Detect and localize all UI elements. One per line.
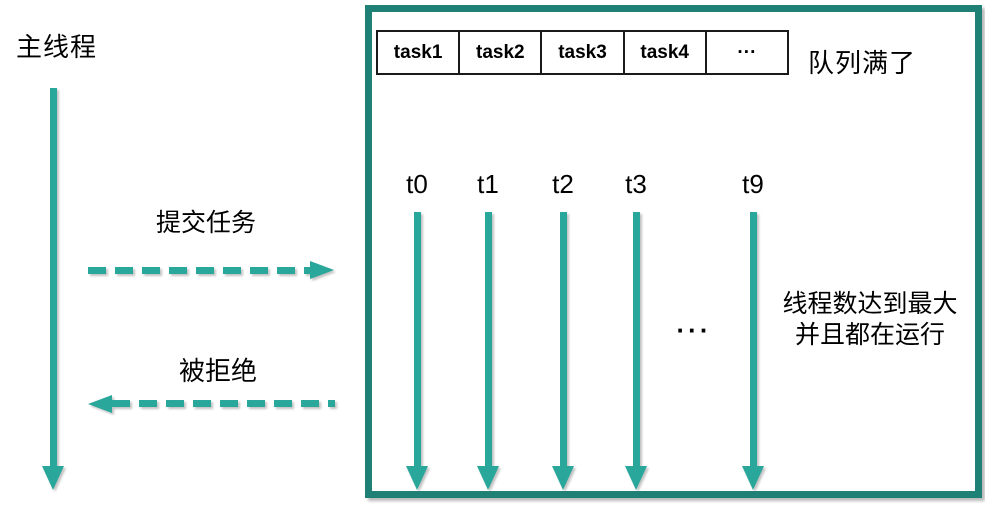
submit-task-arrowhead-icon <box>310 261 334 279</box>
submit-task-arrow <box>88 261 336 280</box>
main-thread-label: 主线程 <box>16 32 98 62</box>
queue-cell-ellipsis: ··· <box>737 41 757 63</box>
rejected-dashed-line <box>112 400 335 407</box>
threads-max-note-line2: 并且都在运行 <box>794 321 945 349</box>
main-thread-arrowhead-icon <box>42 466 64 490</box>
thread-lifeline-shaft <box>633 212 640 466</box>
thread-arrowhead-icon <box>406 466 428 490</box>
thread-lifeline-t3 <box>625 212 647 490</box>
thread-lifeline-shaft <box>560 212 567 466</box>
threads-max-note: 线程数达到最大 并且都在运行 <box>762 289 978 351</box>
thread-lifeline-t9 <box>742 212 764 490</box>
threads-max-note-line1: 线程数达到最大 <box>782 290 958 318</box>
thread-lifeline-t1 <box>477 212 499 490</box>
thread-lifeline-t0 <box>406 212 428 490</box>
rejected-arrow <box>88 395 336 414</box>
thread-arrowhead-icon <box>742 466 764 490</box>
queue-cell-task4: task4 <box>625 32 707 73</box>
queue-cell-task2: task2 <box>460 32 543 73</box>
task-queue-table: task1 task2 task3 task4 ··· <box>376 30 789 75</box>
thread-lifeline-shaft <box>485 212 492 466</box>
thread-label-t9: t9 <box>742 169 764 199</box>
queue-cell-task1: task1 <box>378 32 461 73</box>
queue-full-label: 队列满了 <box>808 48 917 78</box>
threads-ellipsis: ··· <box>676 315 712 345</box>
thread-label-t3: t3 <box>625 169 647 199</box>
thread-lifeline-shaft <box>414 212 421 466</box>
thread-arrowhead-icon <box>552 466 574 490</box>
thread-lifeline-t2 <box>552 212 574 490</box>
thread-arrowhead-icon <box>477 466 499 490</box>
thread-label-t1: t1 <box>477 169 499 199</box>
main-thread-lifeline-arrow <box>39 88 67 490</box>
thread-lifeline-shaft <box>750 212 757 466</box>
thread-label-t0: t0 <box>406 169 428 199</box>
main-thread-lifeline-shaft <box>50 88 57 466</box>
rejected-label: 被拒绝 <box>178 356 257 386</box>
submit-task-dashed-line <box>88 267 310 274</box>
thread-label-t2: t2 <box>552 169 574 199</box>
rejected-arrowhead-icon <box>88 395 112 413</box>
thread-arrowhead-icon <box>625 466 647 490</box>
queue-cell-task3: task3 <box>542 32 625 73</box>
thread-pool-box: task1 task2 task3 task4 ··· 队列满了 t0 t1 t… <box>365 5 982 498</box>
submit-task-label: 提交任务 <box>155 209 256 237</box>
